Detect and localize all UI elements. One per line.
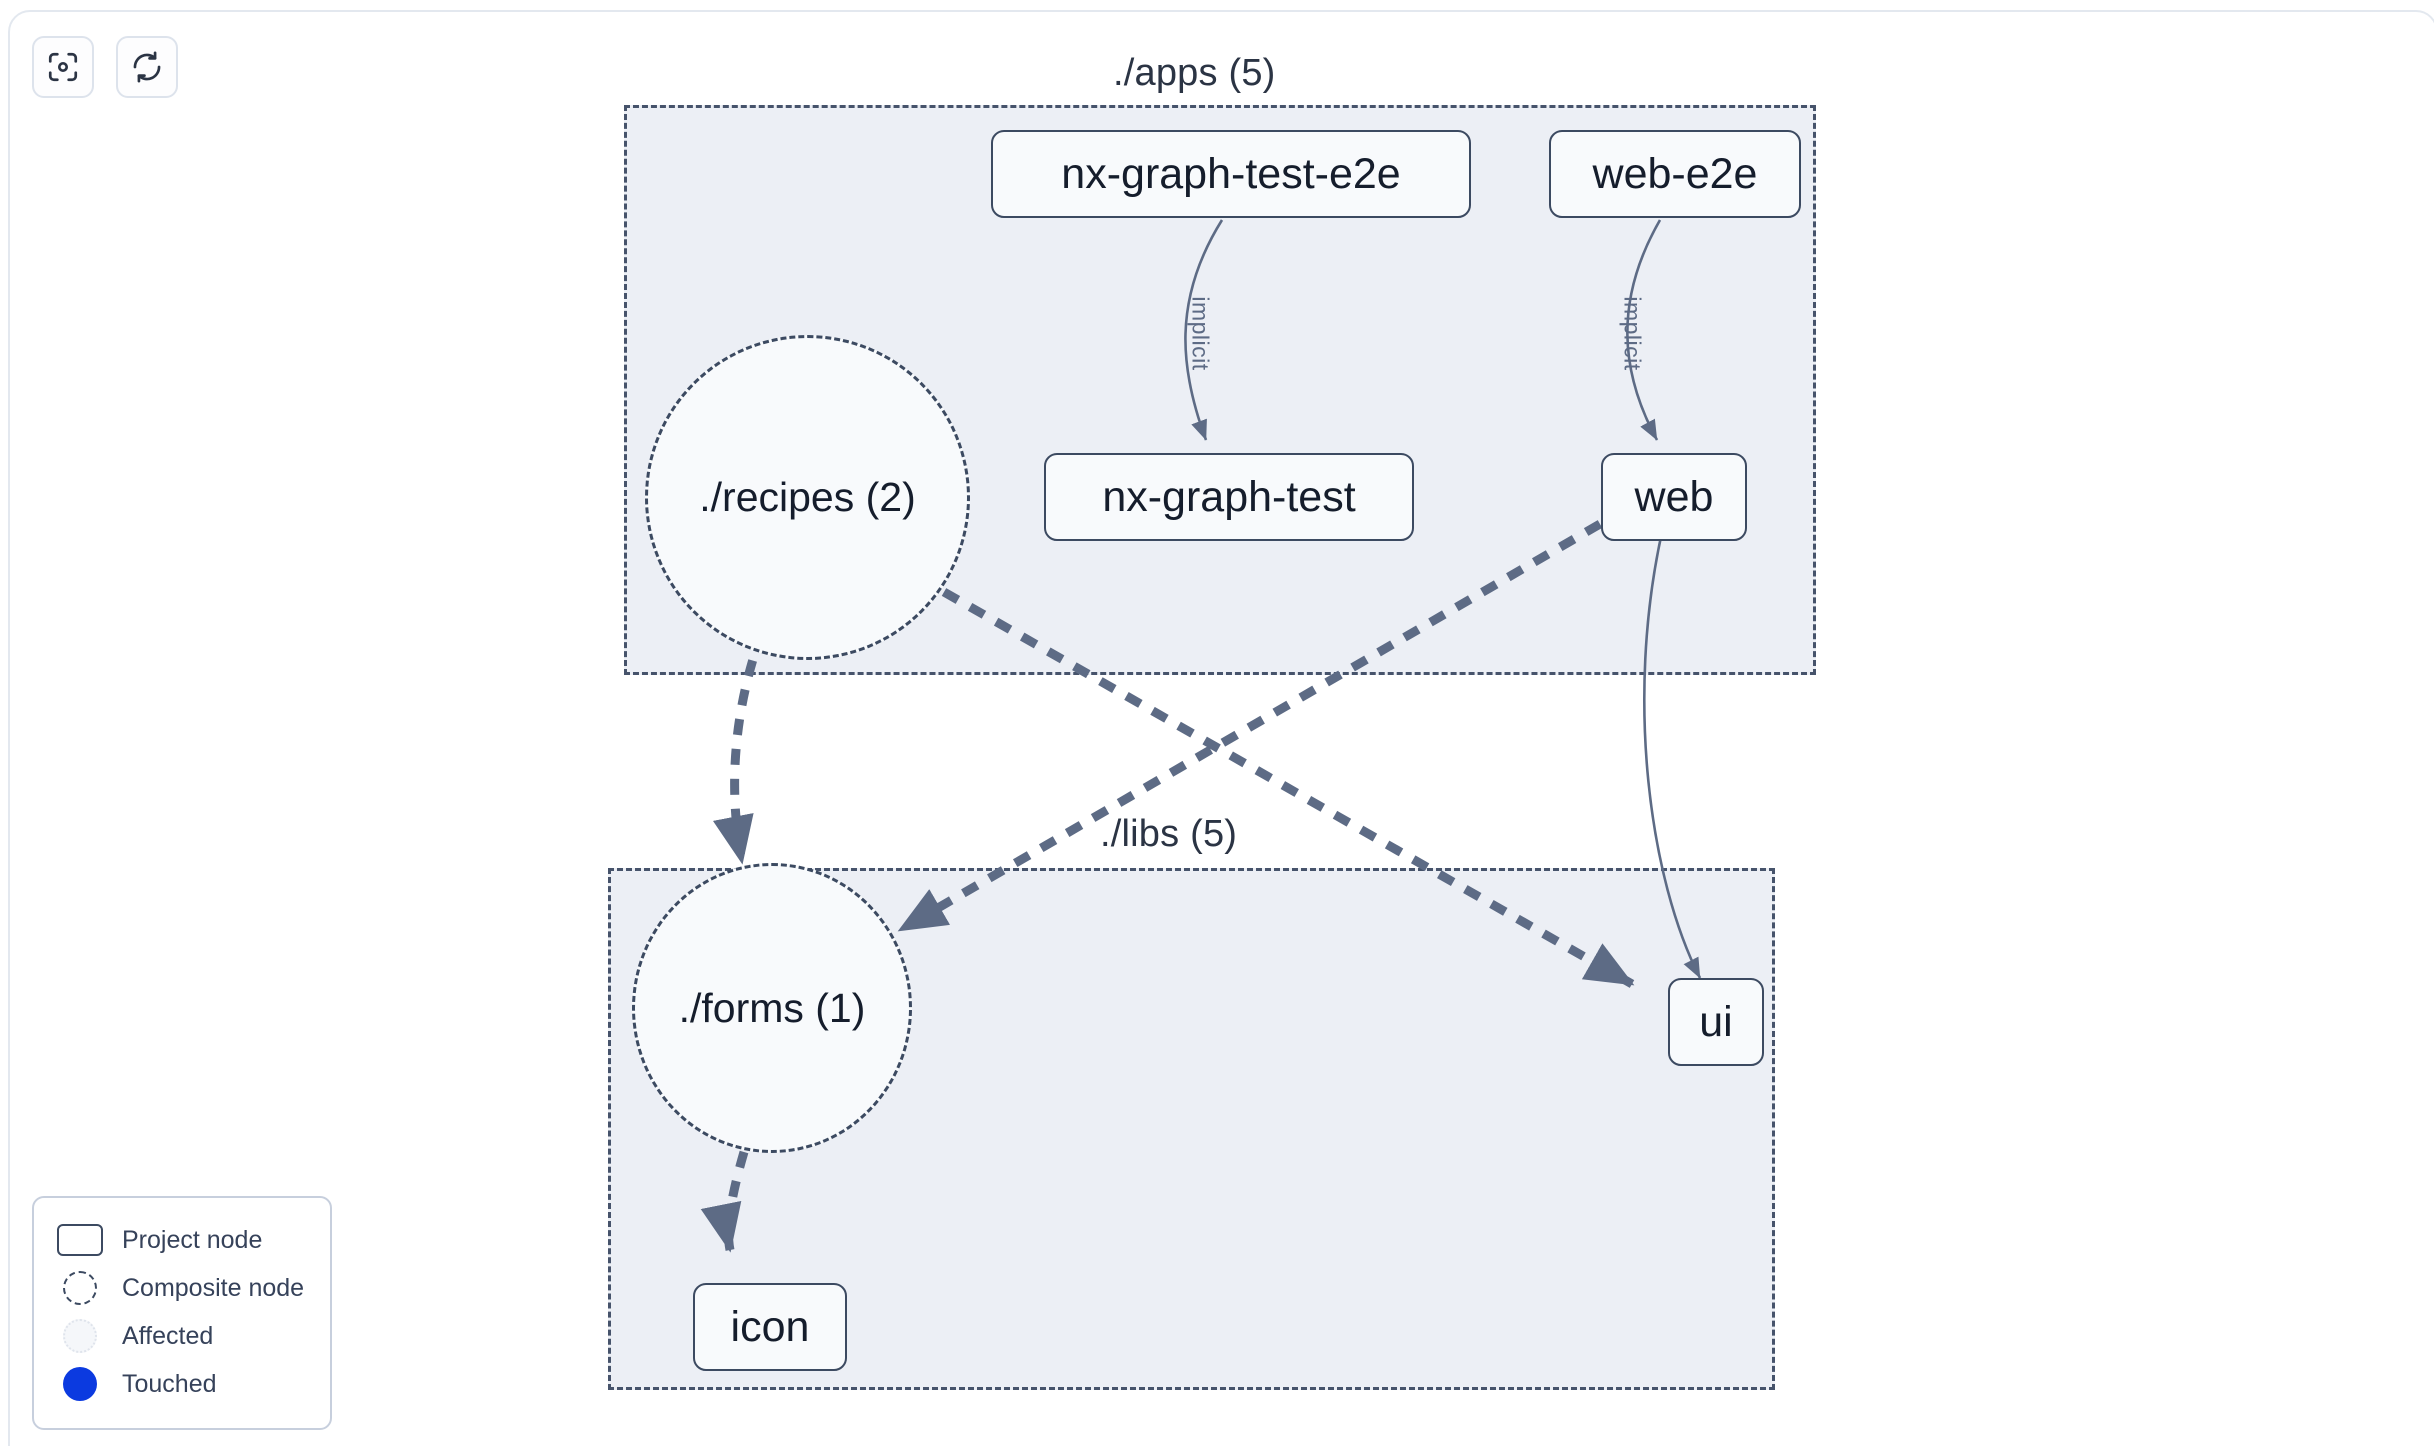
affected-node-glyph <box>56 1319 104 1353</box>
focus-graph-button[interactable] <box>32 36 94 98</box>
group-label-libs: ./libs (5) <box>1100 813 1238 855</box>
graph-legend: Project node Composite node Affected Tou… <box>32 1196 332 1430</box>
node-icon[interactable]: icon <box>693 1283 847 1371</box>
legend-item-touched: Touched <box>56 1360 308 1408</box>
legend-label: Touched <box>122 1369 217 1398</box>
legend-item-project-node: Project node <box>56 1216 308 1264</box>
legend-item-composite-node: Composite node <box>56 1264 308 1312</box>
node-nx-graph-test[interactable]: nx-graph-test <box>1044 453 1414 541</box>
focus-target-icon <box>46 50 80 84</box>
node-web-e2e[interactable]: web-e2e <box>1549 130 1801 218</box>
node-nx-graph-test-e2e[interactable]: nx-graph-test-e2e <box>991 130 1471 218</box>
project-node-glyph <box>56 1223 104 1257</box>
composite-node-glyph <box>56 1271 104 1305</box>
graph-toolbar <box>32 36 178 98</box>
node-forms-composite[interactable]: ./forms (1) <box>632 863 912 1153</box>
edge-label-nx-graph-test-implicit: implicit <box>1187 296 1214 371</box>
node-web[interactable]: web <box>1601 453 1747 541</box>
node-ui[interactable]: ui <box>1668 978 1764 1066</box>
refresh-graph-button[interactable] <box>116 36 178 98</box>
edge-label-web-implicit: implicit <box>1619 296 1646 371</box>
legend-label: Composite node <box>122 1273 305 1302</box>
legend-label: Project node <box>122 1225 263 1254</box>
group-label-apps: ./apps (5) <box>1113 52 1276 94</box>
legend-label: Affected <box>122 1321 214 1350</box>
touched-node-glyph <box>56 1367 104 1401</box>
legend-item-affected: Affected <box>56 1312 308 1360</box>
refresh-icon <box>130 50 164 84</box>
node-recipes-composite[interactable]: ./recipes (2) <box>645 335 970 660</box>
